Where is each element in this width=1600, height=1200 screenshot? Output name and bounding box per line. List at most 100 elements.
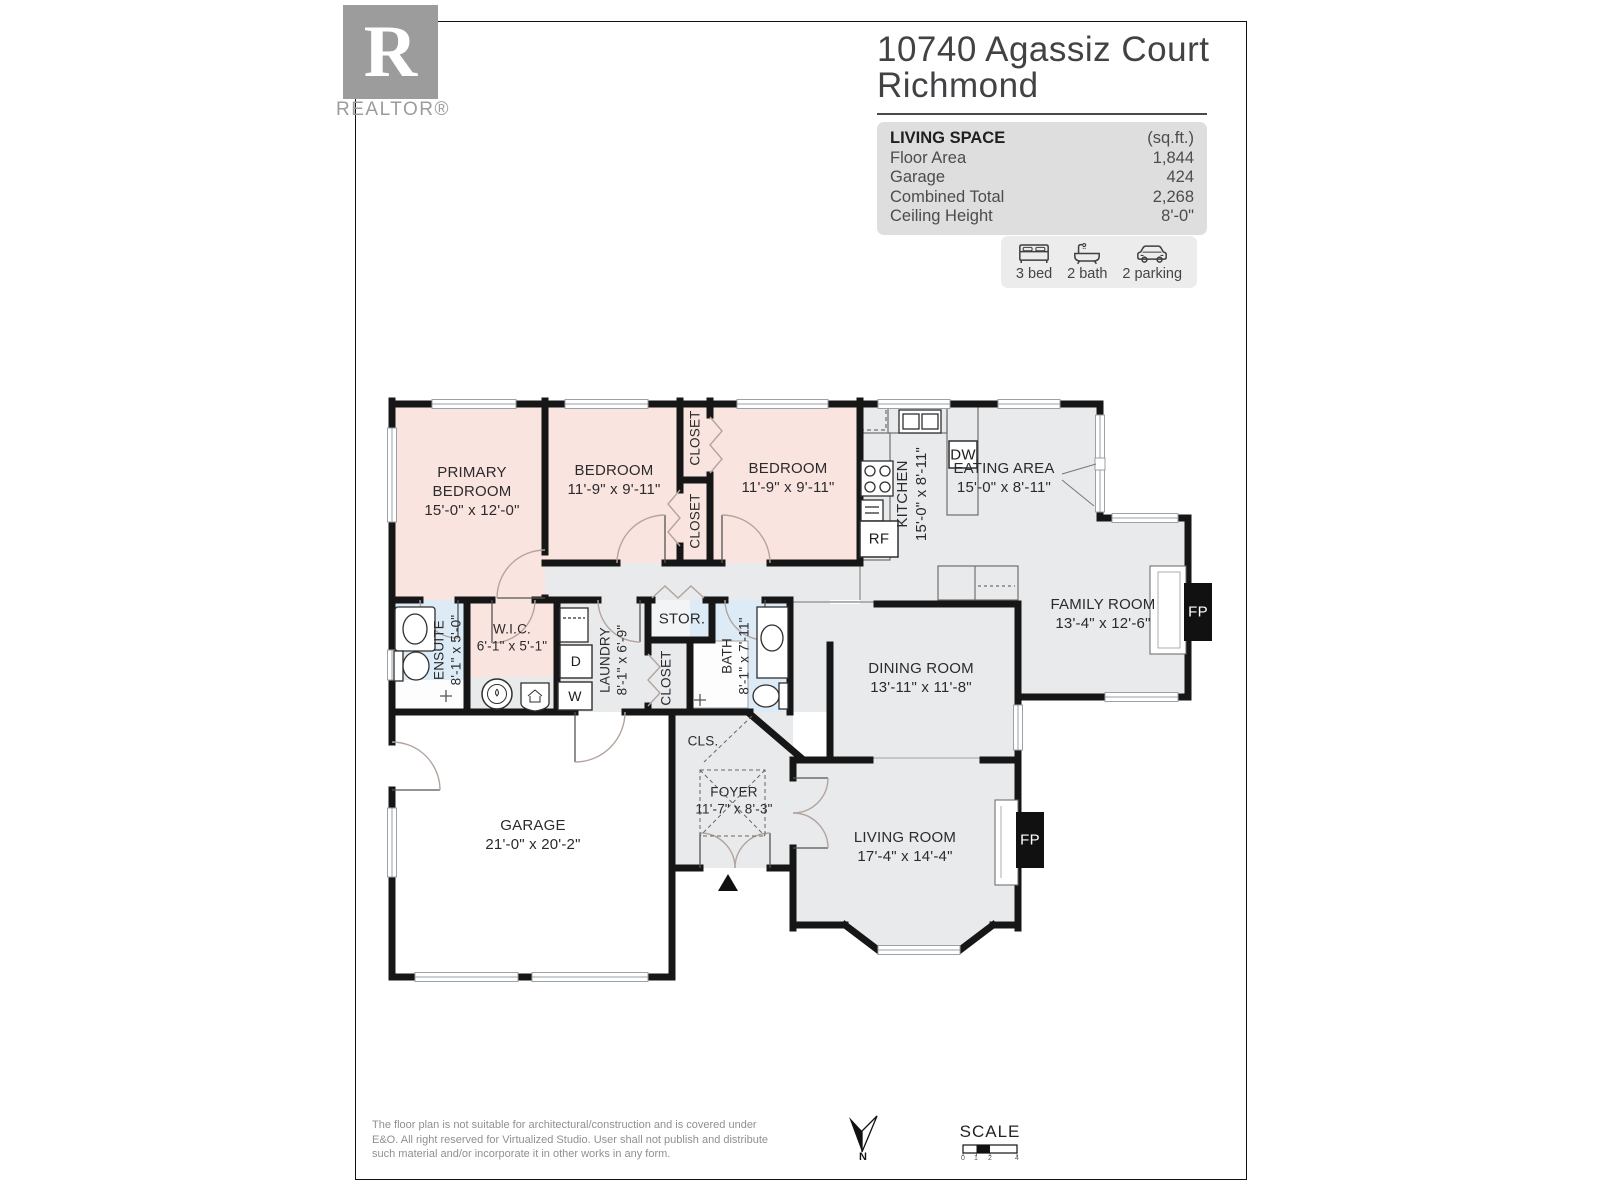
fixtures	[393, 409, 1212, 886]
row-value: 1,844	[1152, 148, 1194, 167]
room-label-wic: W.I.C. 6'-1" x 5'-1"	[476, 621, 548, 654]
room-label-foyer: FOYER 11'-7" x 8'-3"	[695, 784, 773, 817]
north-arrow-icon	[849, 1115, 878, 1153]
feature-summary: 3 bed 2 bath	[1001, 236, 1197, 288]
realtor-logo: R	[343, 5, 438, 99]
property-address: 10740 Agassiz Court Richmond	[877, 30, 1210, 106]
laundry-cabinet	[559, 607, 589, 643]
living-space-table: LIVING SPACE (sq.ft.) Floor Area 1,844 G…	[877, 122, 1207, 235]
north-label: N	[859, 1151, 867, 1163]
table-header-row: LIVING SPACE (sq.ft.)	[890, 129, 1194, 149]
table-row: Floor Area 1,844	[890, 149, 1194, 169]
dishwasher-label: DW	[950, 446, 976, 464]
feature-baths: 2 bath	[1067, 242, 1107, 282]
scale-tick: 4	[1015, 1155, 1019, 1162]
room-label-ensuite: ENSUITE 8'-1" x 5'-0"	[431, 614, 464, 686]
bifold-door	[709, 416, 723, 474]
washer-box	[557, 681, 593, 711]
garage-door	[414, 972, 519, 982]
row-label: Garage	[890, 168, 946, 186]
dryer-box	[559, 644, 593, 679]
refrigerator-box	[859, 520, 899, 558]
room-label-laundry: LAUNDRY 8'-1" x 6'-9"	[597, 624, 630, 696]
room-label-garage: GARAGE 21'-0" x 20'-2"	[485, 816, 581, 853]
fireplace	[1016, 812, 1044, 868]
header-divider	[877, 113, 1207, 115]
row-value: 2,268	[1152, 187, 1194, 206]
scale-label: SCALE	[959, 1122, 1021, 1141]
fireplace-label: FP	[1020, 831, 1040, 849]
room-label-cls: CLS.	[687, 733, 719, 749]
row-value: 8'-0"	[1161, 207, 1194, 225]
room-label-family-room: FAMILY ROOM 13'-4" x 12'-6"	[1050, 595, 1156, 632]
room-label-bath: BATH 8'-1" x 7'-11"	[719, 617, 752, 695]
parking-label: 2 parking	[1122, 266, 1183, 282]
dryer-label: D	[570, 653, 582, 669]
feature-parking: 2 parking	[1122, 242, 1182, 282]
ensuite-sink	[394, 606, 436, 652]
row-label: Floor Area	[890, 148, 967, 167]
bath-vanity	[756, 606, 789, 679]
window-seat	[994, 799, 1019, 886]
fireplace	[1184, 583, 1212, 641]
realtor-logo-r: R	[363, 11, 418, 93]
scale-tick: 2	[988, 1155, 992, 1162]
washer-label: W	[568, 688, 582, 704]
room-label-kitchen: KITCHEN 15'-0" x 8'-11"	[893, 446, 930, 542]
stove	[860, 460, 894, 497]
water-heater-icon	[481, 678, 513, 710]
oven	[860, 499, 884, 522]
scale-tick: 1	[974, 1155, 978, 1162]
bath-icon	[1074, 242, 1101, 265]
fireplace-label: FP	[1188, 603, 1208, 621]
table-title: LIVING SPACE	[890, 129, 1006, 147]
garage-door	[531, 972, 649, 982]
bifold-door	[647, 653, 661, 707]
dishwasher-box	[948, 440, 978, 469]
room-label-bedroom2: BEDROOM 11'-9" x 9'-11"	[567, 461, 661, 498]
beds-label: 3 bed	[1015, 266, 1053, 282]
page-border	[355, 21, 1247, 1180]
table-row: Garage 424	[890, 168, 1194, 188]
entry-marker-triangle	[718, 874, 738, 891]
room-label-dining-room: DINING ROOM 13'-11" x 11'-8"	[868, 659, 974, 696]
scale-bar	[962, 1144, 1018, 1156]
room-label-bedroom3: BEDROOM 11'-9" x 9'-11"	[741, 459, 835, 496]
furnace-icon	[520, 682, 550, 712]
table-row: Ceiling Height 8'-0"	[890, 207, 1194, 227]
room-label-primary-bedroom: PRIMARY BEDROOM 15'-0" x 12'-0"	[424, 464, 520, 520]
room-label-living-room: LIVING ROOM 17'-4" x 14'-4"	[853, 828, 957, 865]
room-label-closet-a: CLOSET	[687, 410, 703, 466]
windows	[387, 399, 1179, 982]
row-label: Combined Total	[890, 187, 1005, 206]
eating-area-leader-lines	[1061, 463, 1097, 507]
refrigerator-label: RF	[868, 530, 890, 548]
room-label-hall-closet: CLOSET	[658, 650, 674, 706]
room-label-closet-b: CLOSET	[687, 493, 703, 549]
address-line2: Richmond	[877, 66, 1039, 106]
car-icon	[1137, 245, 1168, 263]
bath-toilet	[752, 682, 789, 710]
table-unit: (sq.ft.)	[1147, 129, 1194, 147]
realtor-logo-text: REALTOR®	[336, 99, 450, 120]
foyer-dashed-markers	[699, 715, 766, 837]
feature-beds: 3 bed	[1016, 242, 1052, 282]
bifold-door	[651, 585, 705, 599]
row-value: 424	[1166, 168, 1194, 186]
cased-openings	[790, 563, 983, 759]
row-label: Ceiling Height	[890, 207, 993, 225]
scale-tick: 0	[961, 1155, 965, 1162]
shower-faucet	[440, 690, 452, 702]
room-label-storage: STOR.	[658, 610, 706, 628]
address-line1: 10740 Agassiz Court	[877, 30, 1210, 69]
ensuite-toilet	[393, 650, 430, 682]
shower-faucet	[694, 694, 706, 706]
baths-label: 2 bath	[1067, 266, 1108, 282]
room-label-eating-area: EATING AREA 15'-0" x 8'-11"	[953, 459, 1055, 496]
bifold-door	[667, 489, 681, 547]
table-row: Combined Total 2,268	[890, 188, 1194, 208]
doors	[391, 416, 1097, 869]
disclaimer-text: The floor plan is not suitable for archi…	[372, 1119, 768, 1160]
